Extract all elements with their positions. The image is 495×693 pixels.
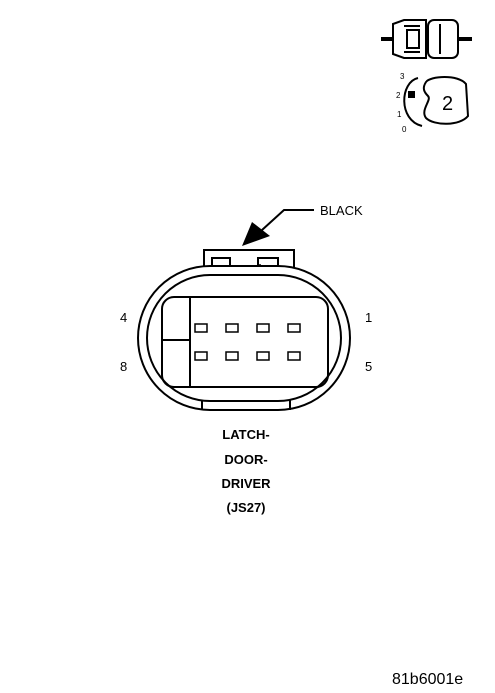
connector-name-line-3: DRIVER [221,476,271,491]
connector-plug-icon [381,19,472,59]
pin-7 [225,351,239,361]
outer-shell [137,265,351,411]
color-callout: BLACK [242,203,363,246]
pin-number-5: 5 [365,359,372,374]
connector-name-line-2: DOOR- [224,452,267,467]
level-number-3: 3 [400,72,405,81]
connector-name-line-4: (JS27) [226,500,265,515]
connector-name: LATCH- DOOR- DRIVER (JS27) [221,427,271,515]
locator-level-icon: 3 2 1 0 2 [396,72,470,134]
level-number-0: 0 [402,125,407,134]
pin-number-8: 8 [120,359,127,374]
connector-face [137,249,351,411]
pin-6 [256,351,270,361]
pin-number-4: 4 [120,310,127,325]
pin-1 [287,323,301,333]
figure-id: 81b6001e [392,671,463,688]
pin-8 [194,351,208,361]
level-marker [408,91,415,98]
level-number-1: 1 [397,110,402,119]
level-number-2: 2 [396,91,401,100]
pin-number-1: 1 [365,310,372,325]
pin-2 [256,323,270,333]
pin-3 [225,323,239,333]
pin-terminals [194,323,301,361]
pin-5 [287,351,301,361]
pin-cavity [161,296,329,388]
latch-housing [203,249,295,268]
callout-color-label: BLACK [320,203,363,218]
connector-name-line-1: LATCH- [222,427,269,442]
locator-digit: 2 [442,93,453,115]
pin-4 [194,323,208,333]
